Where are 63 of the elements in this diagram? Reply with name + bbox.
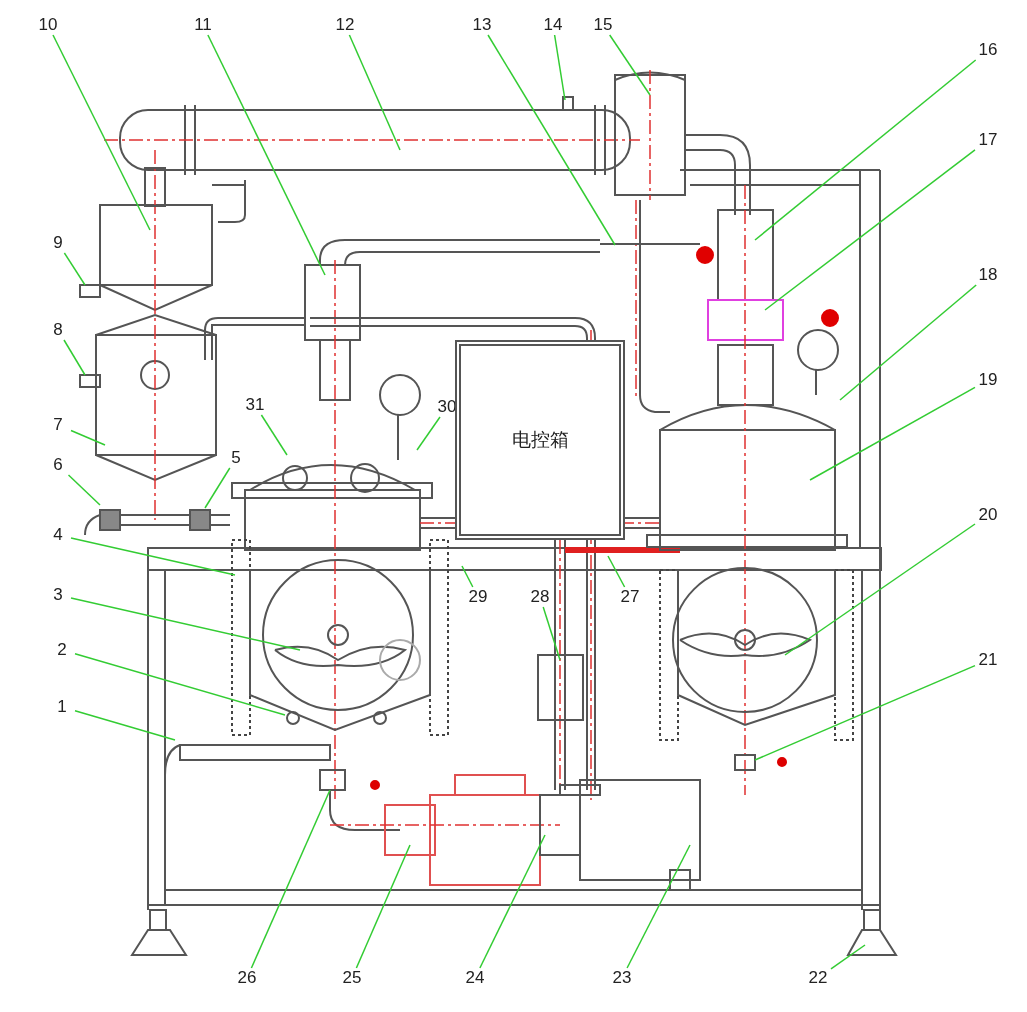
- leader-line: [70, 537, 236, 576]
- callout-number: 5: [223, 448, 249, 468]
- leader-line: [260, 414, 288, 456]
- callout-number: 19: [975, 370, 1001, 390]
- callout-number: 2: [49, 640, 75, 660]
- leader-line: [348, 34, 401, 151]
- leader-line: [626, 844, 691, 969]
- leader-line: [784, 523, 976, 656]
- callout-number: 21: [975, 650, 1001, 670]
- leader-line: [839, 284, 977, 401]
- leader-line: [416, 416, 441, 451]
- control-box-label: 电控箱: [511, 427, 569, 452]
- leader-line: [74, 653, 286, 716]
- leader-line: [70, 429, 106, 446]
- callout-number: 12: [332, 15, 358, 35]
- callout-number: 10: [35, 15, 61, 35]
- callout-number: 1: [49, 697, 75, 717]
- leader-line: [553, 34, 566, 101]
- leader-line: [355, 844, 411, 969]
- leader-line: [461, 565, 474, 588]
- leader-line: [204, 467, 231, 509]
- leader-line: [52, 34, 151, 231]
- control-box: [455, 340, 625, 540]
- callout-number: 13: [469, 15, 495, 35]
- callout-number: 3: [45, 585, 71, 605]
- callout-number: 31: [242, 395, 268, 415]
- leader-line: [250, 789, 331, 969]
- callout-number: 26: [234, 968, 260, 988]
- leader-line: [67, 474, 101, 506]
- leader-line: [754, 59, 977, 241]
- leader-line: [74, 710, 176, 741]
- callout-number: 28: [527, 587, 553, 607]
- callout-number: 17: [975, 130, 1001, 150]
- leader-line: [70, 597, 301, 651]
- leader-line: [764, 149, 976, 311]
- leader-line: [607, 555, 626, 588]
- callout-number: 8: [45, 320, 71, 340]
- callout-number: 27: [617, 587, 643, 607]
- callout-number: 4: [45, 525, 71, 545]
- callout-number: 29: [465, 587, 491, 607]
- callout-number: 24: [462, 968, 488, 988]
- leader-line: [487, 34, 616, 246]
- callout-number: 9: [45, 233, 71, 253]
- callout-number: 16: [975, 40, 1001, 60]
- leader-line: [479, 834, 546, 969]
- callout-number: 7: [45, 415, 71, 435]
- leader-line: [608, 34, 651, 96]
- leader-line: [542, 606, 561, 661]
- leader-line: [207, 34, 326, 276]
- callout-number: 11: [190, 15, 216, 35]
- callout-number: 25: [339, 968, 365, 988]
- callout-number: 14: [540, 15, 566, 35]
- leader-line: [63, 252, 86, 286]
- callout-number: 15: [590, 15, 616, 35]
- leader-line: [754, 664, 976, 761]
- callout-number: 18: [975, 265, 1001, 285]
- leader-line: [809, 386, 976, 481]
- callout-number: 23: [609, 968, 635, 988]
- callout-number: 6: [45, 455, 71, 475]
- leader-line: [63, 339, 86, 376]
- leader-line: [830, 944, 866, 970]
- callout-number: 22: [805, 968, 831, 988]
- callout-number: 20: [975, 505, 1001, 525]
